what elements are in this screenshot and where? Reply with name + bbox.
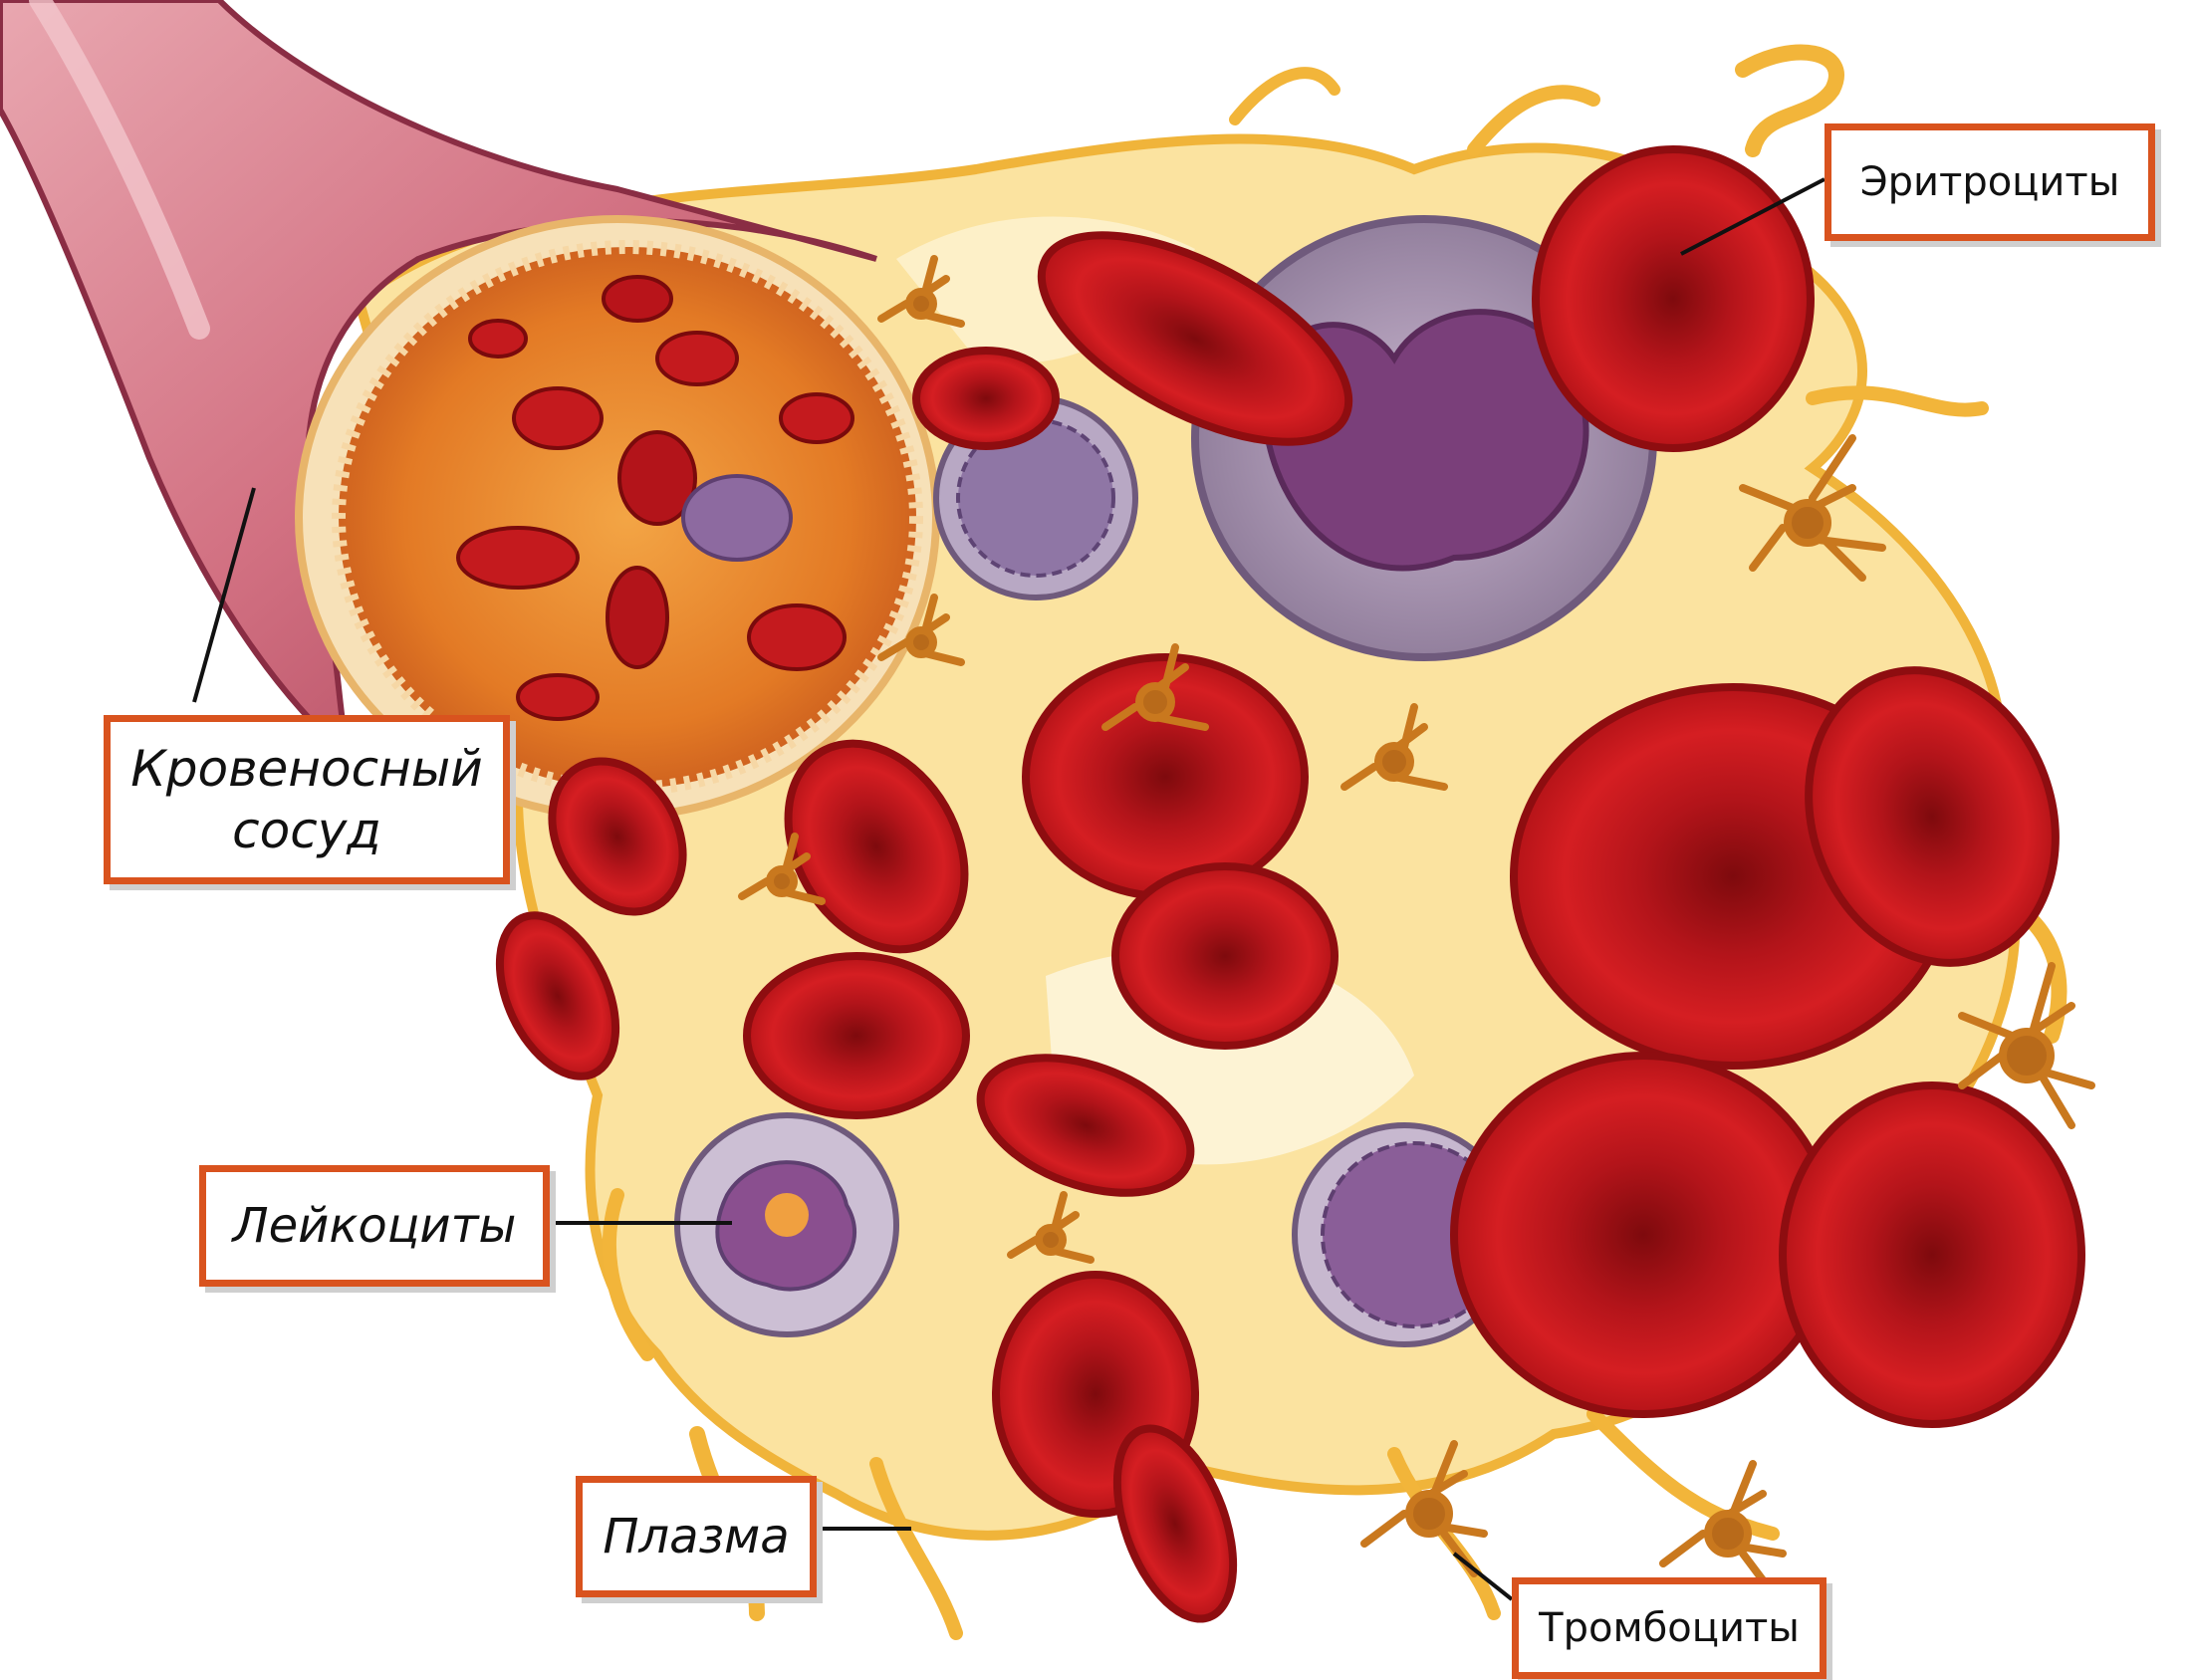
platelet xyxy=(1659,1460,1787,1597)
platelet xyxy=(877,594,965,666)
blood-vessel xyxy=(0,0,940,821)
erythrocyte xyxy=(784,739,969,954)
erythrocyte xyxy=(976,1054,1195,1197)
erythrocyte xyxy=(1037,231,1353,446)
erythrocytes xyxy=(495,145,2085,1623)
label-blood-vessel-line1: Кровеносный xyxy=(130,739,483,798)
platelet xyxy=(1340,703,1448,791)
label-leukocytes: Лейкоциты xyxy=(199,1165,550,1287)
platelet xyxy=(1739,434,1886,582)
erythrocyte xyxy=(1532,145,1815,452)
label-erythrocytes: Эритроциты xyxy=(1825,123,2155,241)
erythrocyte xyxy=(912,347,1060,450)
label-platelets: Тромбоциты xyxy=(1512,1577,1826,1679)
label-platelets-text: Тромбоциты xyxy=(1539,1605,1800,1651)
leader-line-erythrocytes xyxy=(1680,177,1826,256)
label-blood-vessel: Кровеносный сосуд xyxy=(104,715,510,884)
leader-line-vessel xyxy=(192,487,256,703)
label-leukocytes-text: Лейкоциты xyxy=(232,1198,517,1254)
erythrocyte xyxy=(1111,862,1339,1050)
erythrocyte xyxy=(1779,1081,2085,1428)
platelet xyxy=(1958,962,2095,1129)
platelet xyxy=(738,833,826,905)
label-plasma: Плазма xyxy=(576,1476,817,1597)
platelet xyxy=(877,255,965,328)
erythrocyte xyxy=(548,757,687,916)
erythrocyte xyxy=(1805,666,2060,967)
leader-line-platelets xyxy=(1452,1552,1514,1601)
label-blood-vessel-line2: сосуд xyxy=(232,802,381,859)
erythrocyte xyxy=(1450,1052,1836,1418)
erythrocyte xyxy=(495,911,620,1080)
platelet xyxy=(1007,1191,1095,1264)
label-erythrocytes-text: Эритроциты xyxy=(1859,159,2120,205)
label-plasma-text: Плазма xyxy=(603,1509,790,1564)
platelet xyxy=(1101,643,1209,731)
platelets xyxy=(738,255,2095,1597)
erythrocyte xyxy=(743,952,970,1119)
platelet xyxy=(1360,1440,1488,1577)
erythrocyte xyxy=(1112,1424,1238,1623)
leader-lines xyxy=(192,177,1826,1601)
